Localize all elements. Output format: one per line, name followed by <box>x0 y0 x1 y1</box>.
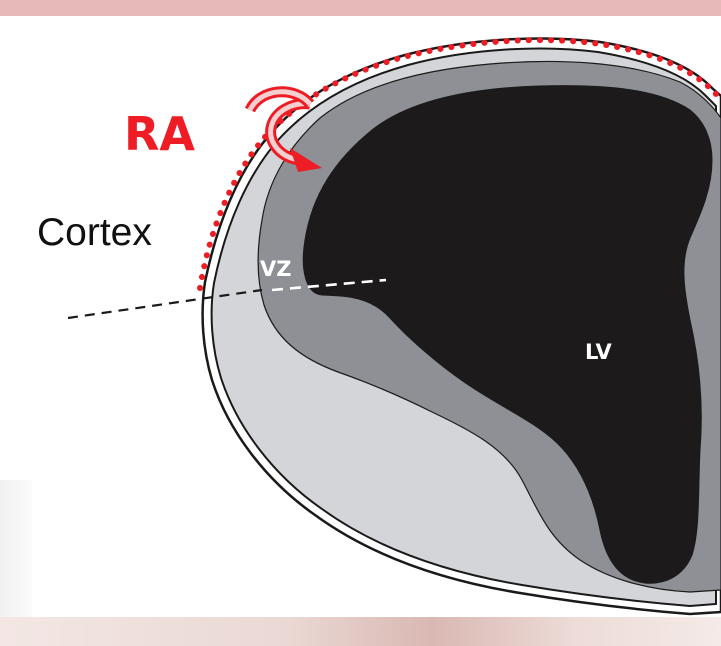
vz-label: VZ <box>260 257 291 281</box>
ra-label: RA <box>124 107 195 161</box>
lv-label: LV <box>585 340 612 364</box>
cortex-label: Cortex <box>37 211 152 254</box>
